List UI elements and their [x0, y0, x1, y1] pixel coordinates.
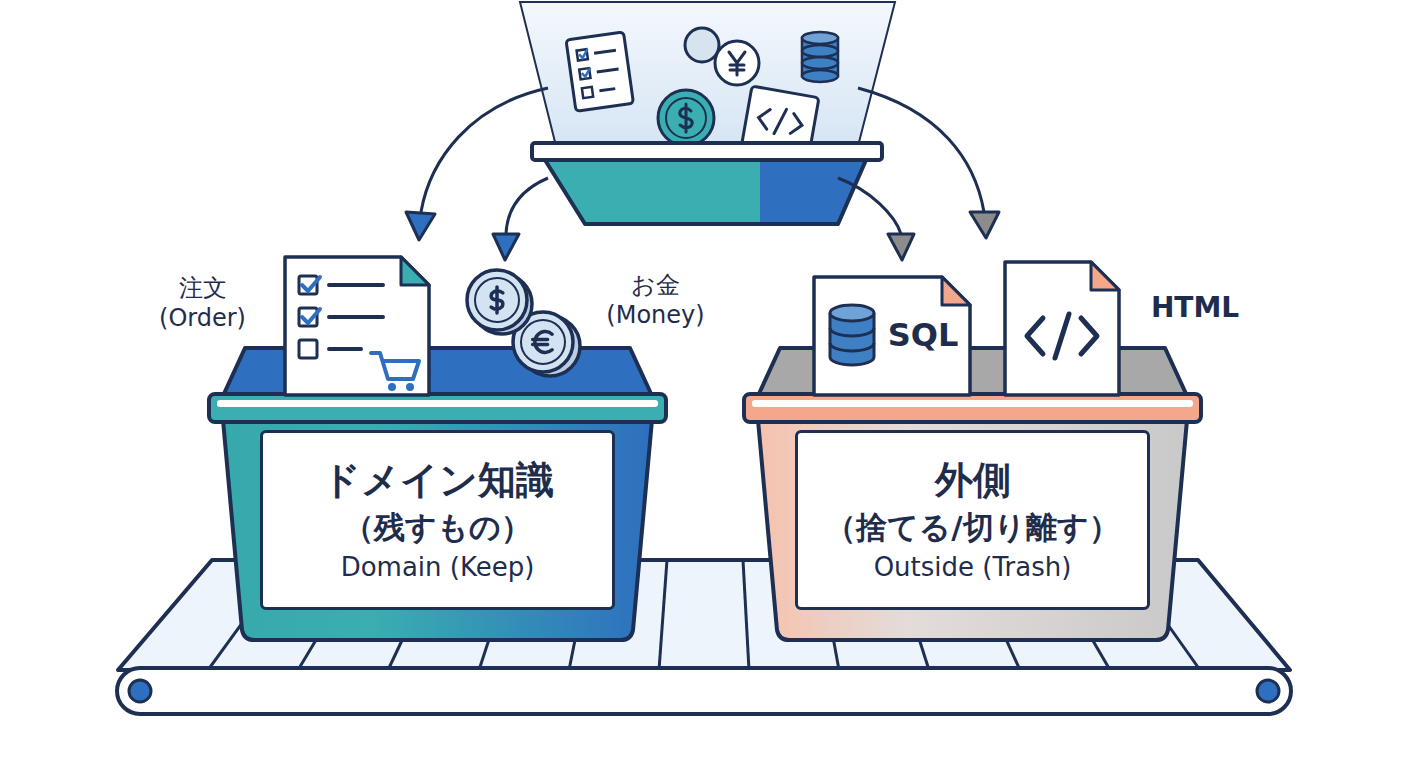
- belt-roller: [1257, 680, 1279, 702]
- node-heading: お金 (Money): [588, 270, 723, 330]
- code-symbol: [1027, 314, 1097, 358]
- dollar-coin-icon: [658, 90, 714, 146]
- cart-icon: [371, 353, 419, 379]
- arrow-head: [970, 212, 999, 238]
- yen-coin-icon: [729, 52, 745, 75]
- belt-slat: [659, 560, 667, 670]
- label-panel: ドメイン知識（残すもの） Domain (Keep): [260, 430, 615, 610]
- order-document: 注文 (Order): [283, 255, 431, 395]
- text-line: [329, 315, 383, 319]
- database-icon: [802, 70, 838, 82]
- database-icon: [802, 57, 838, 69]
- checklist-icon: [566, 32, 633, 111]
- code-doc-icon: [756, 105, 804, 138]
- sorting-arrow: [421, 88, 548, 212]
- cart-wheel: [406, 383, 414, 391]
- text-box: 注文 (Order): [140, 263, 265, 343]
- paper-fold: [1091, 262, 1119, 290]
- paper-sheet: [285, 257, 429, 395]
- html-document: HTML: [1003, 260, 1121, 395]
- hopper-tray: [545, 160, 866, 224]
- bin-rim: [744, 394, 1201, 422]
- yen-coin-icon: [715, 41, 759, 85]
- hopper-tray: [532, 143, 882, 160]
- bin-rim: [209, 394, 666, 422]
- arrow-head: [406, 212, 999, 260]
- checkbox-icon: [299, 340, 317, 358]
- sorting-arrow: [421, 88, 984, 234]
- belt-slat: [743, 560, 749, 670]
- hopper-tray: [532, 143, 882, 224]
- node-subtext: （捨てる/切り離す）: [825, 508, 1119, 547]
- sorting-arrow: [506, 178, 548, 234]
- text-line: [329, 347, 361, 351]
- dollar-coin-icon: [658, 90, 714, 146]
- arrow-head: [888, 234, 914, 260]
- order-document-outline: [283, 255, 431, 395]
- input-hopper: [520, 2, 895, 146]
- database-ring: [830, 328, 874, 336]
- sorting-arrow: [858, 88, 984, 212]
- database-icon: [802, 32, 838, 82]
- node-heading: HTML: [1151, 290, 1239, 325]
- conveyor-belt: [117, 668, 1291, 714]
- html-document-outline: [1003, 260, 1121, 395]
- text-box: HTML: [1135, 285, 1255, 330]
- bin-rim-highlight: [217, 400, 658, 407]
- coin-icon: [685, 28, 719, 62]
- node-subtext: Outside (Trash): [874, 551, 1072, 584]
- check-mark: [302, 277, 320, 291]
- checklist-icon: [594, 50, 621, 91]
- text-box: SQL: [880, 307, 966, 362]
- paper-fold: [401, 257, 429, 285]
- sorting-arrow: [838, 178, 901, 234]
- outside-bin: 外側（捨てる/切り離す）Outside (Trash)SQLHTML: [740, 340, 1205, 645]
- paper-sheet: [1005, 262, 1119, 395]
- dollar-symbol: [491, 287, 503, 313]
- node-heading: SQL: [888, 315, 959, 355]
- node-subtext: Domain (Keep): [341, 551, 535, 584]
- dollar-coin: [467, 270, 527, 330]
- text-box: お金 (Money): [588, 260, 723, 340]
- arrow-head: [493, 234, 519, 260]
- database-icon: [802, 45, 838, 57]
- dollar-coin-icon: [666, 98, 706, 138]
- node-subtext: （残すもの）: [343, 508, 532, 547]
- check-mark: [302, 309, 320, 323]
- node-heading: 外側: [935, 457, 1011, 505]
- input-hopper: [520, 2, 895, 224]
- label-panel: 外側（捨てる/切り離す） Outside (Trash): [795, 430, 1150, 610]
- cart-wheel: [388, 383, 396, 391]
- coin-inner-ring: [475, 278, 519, 322]
- bin-body: [758, 420, 1187, 640]
- money-coins-outline: [455, 262, 585, 377]
- bin-body: [223, 420, 652, 640]
- database-top: [830, 305, 874, 321]
- checklist-icon: [566, 32, 633, 111]
- node-heading: ドメイン知識: [322, 457, 554, 505]
- domain-bin: ドメイン知識（残すもの）Domain (Keep)注文 (Order)お金 (M…: [205, 340, 670, 645]
- database-ring: [830, 343, 874, 351]
- paper-fold: [942, 277, 970, 305]
- checklist-icon: [579, 49, 592, 77]
- arrow-head: [406, 212, 435, 240]
- dollar-coin-icon: [680, 104, 692, 132]
- database-icon: [802, 32, 838, 44]
- checklist-icon: [582, 87, 593, 98]
- paper-sheet: [814, 277, 970, 395]
- euro-symbol: [533, 332, 553, 353]
- sql-document: SQL: [812, 275, 972, 395]
- text-line: [329, 283, 383, 287]
- node-heading: 注文 (Order): [140, 273, 265, 333]
- bin-rim-highlight: [752, 400, 1193, 407]
- money-coins: お金 (Money): [455, 262, 585, 377]
- coin-inner-ring: [521, 320, 565, 364]
- belt-roller: [129, 680, 151, 702]
- yen-coin-icon: [715, 41, 759, 85]
